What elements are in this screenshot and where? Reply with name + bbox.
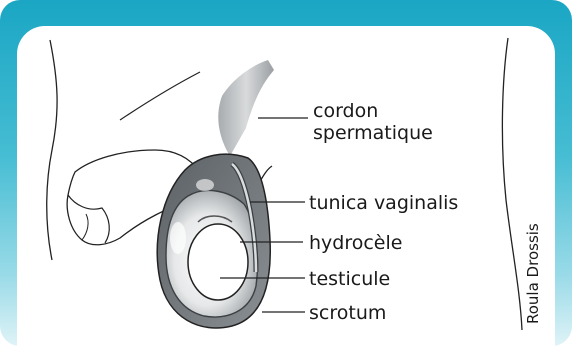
label-scrotum: scrotum <box>309 302 386 324</box>
body-outline-left <box>47 40 57 260</box>
label-hydrocele: hydrocèle <box>309 232 402 254</box>
testicle <box>188 224 248 300</box>
label-cord-line2: spermatique <box>313 122 433 144</box>
label-testicle: testicule <box>309 268 390 290</box>
abdomen-line <box>120 72 200 120</box>
body-outline-right <box>502 38 522 330</box>
artist-credit: Roula Drossis <box>524 223 542 324</box>
spermatic-cord <box>218 60 274 156</box>
label-tunica: tunica vaginalis <box>309 192 458 214</box>
label-cord-line1: cordon <box>313 100 378 122</box>
